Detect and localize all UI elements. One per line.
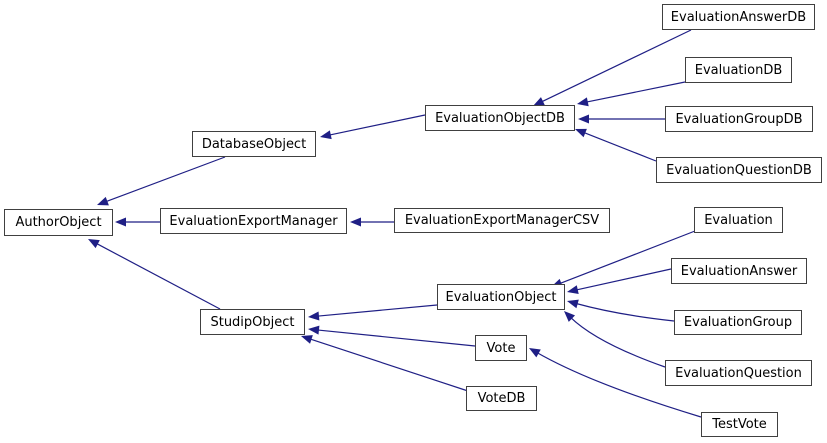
class-node-label: EvaluationObjectDB [435, 110, 565, 126]
inheritance-edge-evaluationquestion-to-evaluationobject [570, 316, 666, 368]
inheritance-edge-evaluationdb-to-evaluationobjectdb [585, 81, 686, 103]
class-node-votedb[interactable]: VoteDB [466, 386, 537, 411]
inheritance-edge-evaluationgroup-to-evaluationobject [575, 302, 675, 322]
class-node-label: EvaluationObject [445, 289, 557, 305]
class-node-label: VoteDB [477, 391, 526, 406]
arrowhead-icon [320, 130, 332, 140]
class-node-label: EvaluationDB [694, 62, 783, 78]
inheritance-edge-evaluation-to-evaluationobject [559, 230, 696, 285]
class-node-evaluationanswerdb[interactable]: EvaluationAnswerDB [662, 4, 815, 30]
arrowhead-icon [578, 114, 589, 124]
arrowhead-icon [529, 348, 541, 358]
arrowhead-icon [533, 97, 545, 106]
class-node-evaluationgroupdb[interactable]: EvaluationGroupDB [665, 106, 813, 132]
class-node-label: EvaluationGroup [683, 315, 793, 330]
inheritance-edge-evaluationobject-to-studipobject [316, 304, 438, 317]
arrowhead-icon [97, 196, 109, 206]
inheritance-edge-evaluationanswer-to-evaluationobject [575, 268, 672, 291]
class-node-label: EvaluationAnswer [680, 263, 798, 279]
inheritance-edge-evaluationobjectdb-to-databaseobject [328, 114, 426, 136]
class-node-evaluationobject[interactable]: EvaluationObject [437, 284, 565, 310]
inheritance-edge-evaluationquestiondb-to-evaluationobjectdb [583, 131, 657, 162]
arrowhead-icon [564, 311, 576, 322]
arrowhead-icon [567, 299, 579, 309]
class-node-label: EvaluationGroupDB [675, 111, 803, 127]
inheritance-edge-vote-to-studipobject [316, 329, 476, 347]
arrowhead-icon [308, 325, 320, 335]
inheritance-edge-testvote-to-vote [536, 351, 702, 418]
class-node-label: StudipObject [210, 314, 295, 330]
class-node-label: EvaluationExportManager [169, 213, 338, 229]
arrowhead-icon [308, 311, 320, 321]
arrowhead-icon [575, 128, 587, 138]
class-node-evaluationanswer[interactable]: EvaluationAnswer [671, 258, 807, 284]
class-node-evaluationquestion[interactable]: EvaluationQuestion [665, 360, 812, 386]
class-node-label: TestVote [712, 417, 767, 432]
class-node-label: EvaluationQuestion [675, 365, 802, 381]
arrowhead-icon [350, 217, 361, 227]
class-node-vote[interactable]: Vote [475, 335, 527, 361]
class-node-label: Vote [486, 340, 516, 356]
arrowhead-icon [301, 335, 313, 344]
class-node-databaseobject[interactable]: DatabaseObject [192, 131, 316, 157]
class-node-evaluationquestiondb[interactable]: EvaluationQuestionDB [656, 157, 822, 183]
class-node-studipobject[interactable]: StudipObject [200, 309, 305, 335]
class-node-evaluationdb[interactable]: EvaluationDB [685, 57, 792, 83]
inheritance-edge-databaseobject-to-authorobject [105, 156, 226, 203]
arrowhead-icon [577, 97, 589, 107]
arrowhead-icon [567, 285, 579, 295]
inheritance-edge-evaluationanswerdb-to-evaluationobjectdb [540, 29, 692, 103]
arrowhead-icon [88, 239, 100, 249]
inheritance-edge-votedb-to-studipobject [309, 338, 469, 392]
arrowhead-icon [115, 217, 126, 227]
class-node-evaluationobjectdb[interactable]: EvaluationObjectDB [425, 105, 575, 131]
class-node-label: EvaluationAnswerDB [670, 9, 807, 25]
class-node-authorobject[interactable]: AuthorObject [4, 209, 113, 236]
class-node-evaluationexportmanagercsv[interactable]: EvaluationExportManagerCSV [394, 208, 610, 233]
class-node-label: AuthorObject [15, 215, 102, 230]
inheritance-edge-studipobject-to-authorobject [95, 242, 221, 310]
class-node-label: Evaluation [704, 212, 773, 228]
class-node-label: EvaluationQuestionDB [666, 162, 812, 178]
class-node-label: DatabaseObject [201, 136, 307, 152]
class-node-testvote[interactable]: TestVote [701, 412, 778, 437]
class-node-evaluationgroup[interactable]: EvaluationGroup [674, 310, 802, 335]
class-node-evaluation[interactable]: Evaluation [694, 207, 783, 233]
class-node-evaluationexportmanager[interactable]: EvaluationExportManager [160, 208, 347, 234]
class-node-label: EvaluationExportManagerCSV [404, 213, 600, 228]
